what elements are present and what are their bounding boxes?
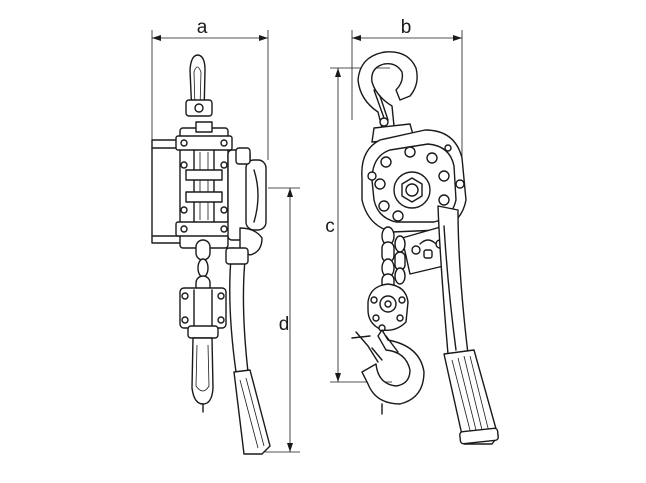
front-view xyxy=(151,54,271,455)
front-bottom-hook xyxy=(191,337,214,413)
front-ratchet-wheel xyxy=(227,147,267,256)
dimension-b-label: b xyxy=(401,17,412,38)
dimension-d: d xyxy=(265,187,300,453)
dimension-c-label: c xyxy=(325,216,335,237)
dimension-a-label: a xyxy=(197,17,208,38)
dimension-a: a xyxy=(151,17,269,160)
front-frame xyxy=(175,121,233,249)
side-bottom-block xyxy=(367,283,409,332)
side-view xyxy=(351,51,499,445)
side-bottom-hook xyxy=(351,329,425,415)
front-bottom-block xyxy=(179,287,227,339)
dimension-b: b xyxy=(351,17,463,165)
side-top-hook xyxy=(357,51,418,143)
side-lever-handle xyxy=(437,205,499,445)
front-top-hook xyxy=(185,54,213,117)
dimension-d-label: d xyxy=(279,314,290,335)
front-lever-handle xyxy=(225,247,271,455)
